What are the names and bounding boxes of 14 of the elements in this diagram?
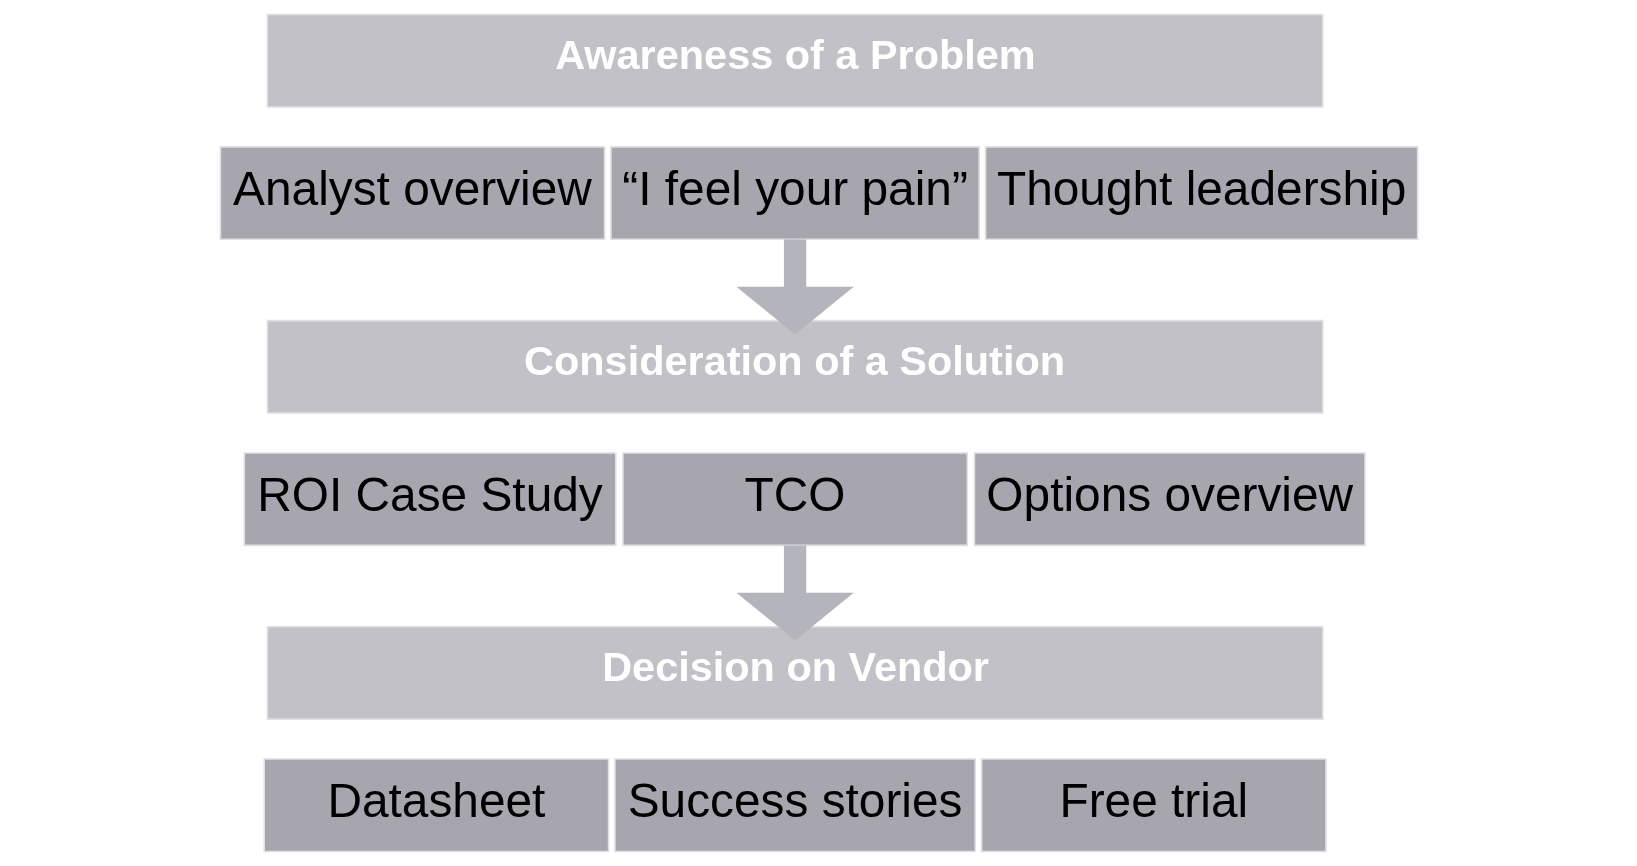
arrow: [735, 545, 854, 641]
arrow: [735, 239, 854, 335]
node-box: Free trial: [980, 758, 1327, 853]
node-box: Thought leadership: [984, 146, 1418, 241]
node-box: TCO: [621, 452, 968, 547]
node-box: Success stories: [613, 758, 976, 853]
node-box: Datasheet: [262, 758, 609, 853]
node-box: “I feel your pain”: [609, 146, 980, 241]
node-box: Options overview: [973, 452, 1366, 547]
node-box: Awareness of a Problem: [266, 13, 1324, 108]
node-box: ROI Case Study: [243, 452, 617, 547]
node-box: Consideration of a Solution: [266, 319, 1324, 414]
node-box: Decision on Vendor: [266, 625, 1324, 720]
node-box: Analyst overview: [219, 146, 605, 241]
